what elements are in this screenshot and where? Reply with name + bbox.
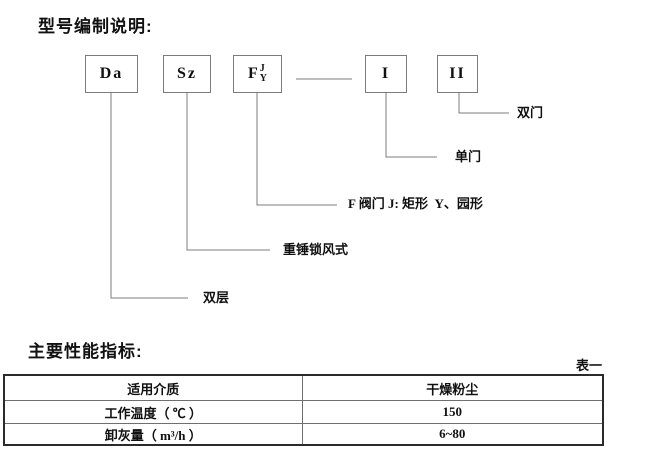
- leader-da-shuangceng: [110, 93, 188, 299]
- model-code-box-ii: II: [437, 55, 478, 93]
- performance-table: 适用介质 干燥粉尘 工作温度（ ℃ ） 150 卸灰量（ m³/h ） 6~80: [3, 374, 604, 446]
- table-cell-parameter: 工作温度（ ℃ ）: [3, 400, 303, 424]
- model-code-box-sz: Sz: [163, 55, 211, 93]
- table-cell-parameter: 卸灰量（ m³/h ）: [3, 423, 303, 446]
- model-code-box-da: Da: [85, 55, 138, 93]
- section-title-model-designation: 型号编制说明:: [38, 17, 153, 36]
- table-cell-parameter: 适用介质: [3, 374, 303, 401]
- annotation-double-door: 双门: [517, 105, 544, 120]
- table-cell-value: 6~80: [301, 423, 604, 446]
- model-code-label: Sz: [177, 65, 197, 82]
- table-cell-value: 150: [301, 400, 604, 424]
- leader-f-valve: [256, 93, 337, 206]
- table-row: 卸灰量（ m³/h ） 6~80: [3, 423, 604, 446]
- model-code-label: II: [449, 65, 466, 82]
- leader-ii-shuangmen: [458, 93, 509, 114]
- model-code-box-f: F J Y: [233, 55, 282, 93]
- leader-i-danmen: [385, 93, 437, 158]
- leader-sz-chongchui: [186, 93, 270, 251]
- table-caption: 表一: [575, 358, 602, 373]
- annotation-single-door: 单门: [455, 149, 482, 164]
- annotation-double-layer: 双层: [203, 290, 230, 305]
- annotation-valve-shape-codes: F 阀门 J: 矩形 Y、园形: [348, 196, 483, 211]
- model-code-label: F: [247, 65, 258, 82]
- model-code-box-i: I: [365, 55, 407, 93]
- model-code-upper: J: [259, 63, 265, 74]
- annotation-hammer-airlock-type: 重锤锁风式: [283, 242, 349, 257]
- model-code-lower: Y: [259, 73, 267, 84]
- model-code-label: Da: [99, 65, 124, 82]
- table-row: 适用介质 干燥粉尘: [3, 374, 604, 401]
- model-code-fy-stack: J Y: [260, 64, 267, 84]
- model-code-label: I: [381, 65, 391, 82]
- section-title-performance: 主要性能指标:: [28, 342, 143, 361]
- table-cell-value: 干燥粉尘: [301, 374, 604, 401]
- table-row: 工作温度（ ℃ ） 150: [3, 400, 604, 424]
